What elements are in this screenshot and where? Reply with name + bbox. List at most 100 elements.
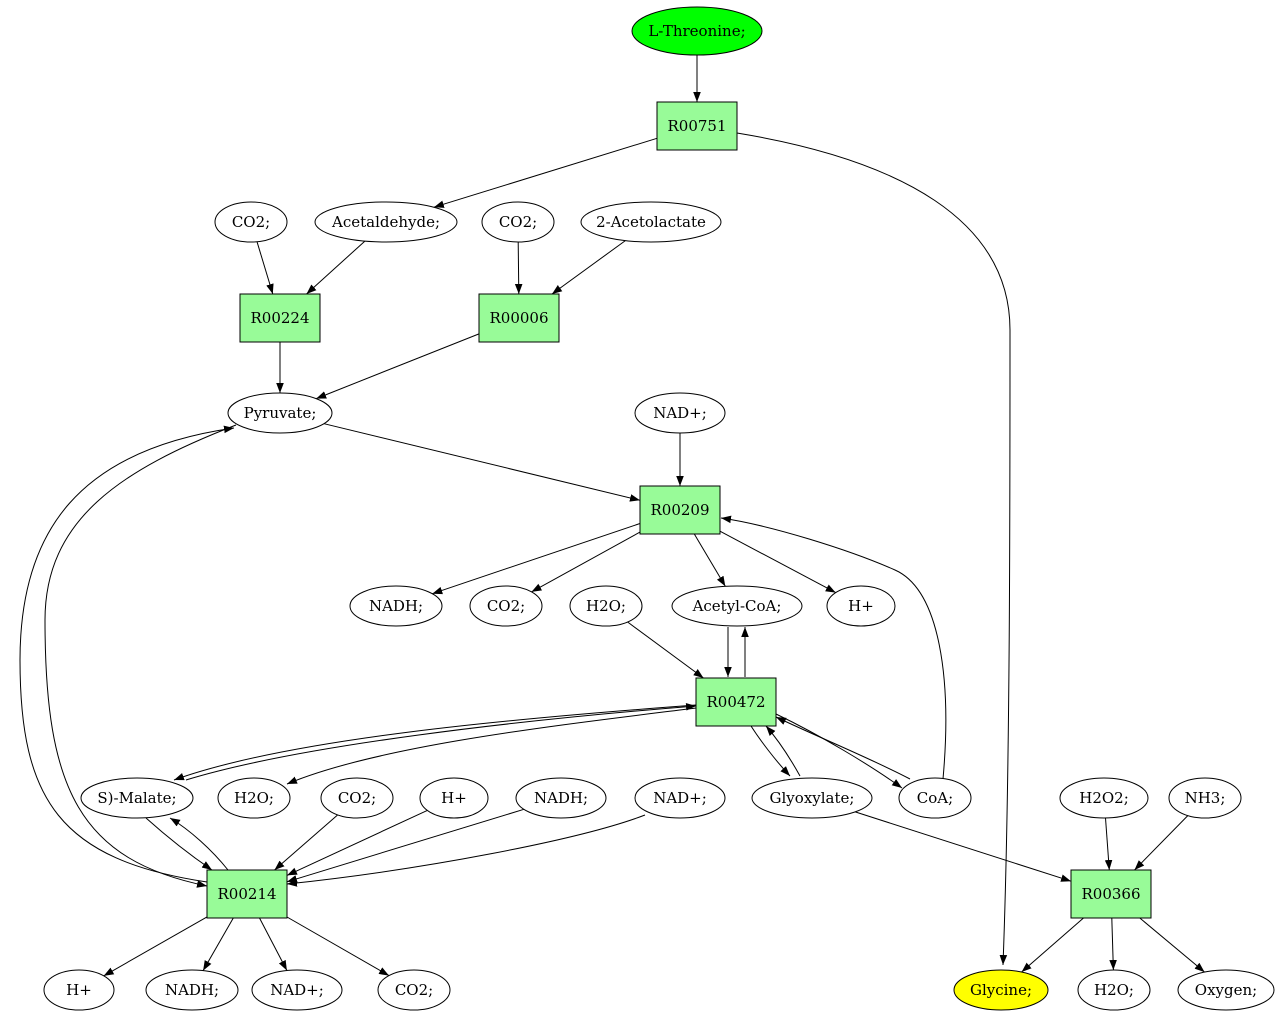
compound-node-h2oa[interactable]: H2O; bbox=[569, 585, 643, 627]
reaction-node-r006[interactable]: R00006 bbox=[478, 293, 560, 343]
reaction-box bbox=[206, 869, 288, 919]
compound-node-lthr[interactable]: L-Threonine; bbox=[631, 6, 763, 56]
edge-malate-to-r214 bbox=[145, 817, 213, 871]
edge-r214-to-co2e bbox=[286, 916, 390, 977]
edge-glyox-to-r366 bbox=[855, 811, 1072, 882]
node-label: Acetaldehyde; bbox=[331, 213, 440, 231]
compound-ellipse bbox=[320, 777, 394, 819]
node-label: CO2; bbox=[232, 213, 270, 231]
edge-r214-to-nad3 bbox=[259, 917, 288, 971]
compound-ellipse bbox=[826, 585, 896, 627]
node-label: Pyruvate; bbox=[244, 404, 317, 422]
reaction-node-r366[interactable]: R00366 bbox=[1070, 869, 1152, 919]
edge-r214-to-pyr bbox=[19, 425, 235, 883]
reaction-box bbox=[695, 677, 777, 727]
node-label: Glyoxylate; bbox=[770, 789, 855, 807]
node-label: NADH; bbox=[369, 597, 423, 615]
compound-ellipse bbox=[1168, 777, 1242, 819]
edge-nad2-to-r214 bbox=[286, 814, 646, 887]
node-label: R00366 bbox=[1081, 885, 1140, 903]
compound-node-h3[interactable]: H+ bbox=[43, 969, 115, 1011]
compound-node-co2d[interactable]: CO2; bbox=[320, 777, 394, 819]
reaction-node-r214[interactable]: R00214 bbox=[206, 869, 288, 919]
reaction-node-r224[interactable]: R00224 bbox=[239, 293, 321, 343]
edge-r214-to-nadh3 bbox=[202, 917, 234, 971]
reaction-node-r209[interactable]: R00209 bbox=[639, 485, 721, 535]
reaction-node-r472[interactable]: R00472 bbox=[695, 677, 777, 727]
edge-r209-to-h1 bbox=[719, 530, 836, 594]
node-label: CO2; bbox=[487, 597, 525, 615]
edge-co2d-to-r214 bbox=[274, 814, 339, 871]
edges-layer bbox=[19, 55, 1205, 977]
node-label: H2O; bbox=[586, 597, 626, 615]
node-label: H+ bbox=[66, 981, 92, 999]
compound-node-acald[interactable]: Acetaldehyde; bbox=[314, 201, 458, 243]
node-label: NAD+; bbox=[653, 404, 707, 422]
node-label: H2O2; bbox=[1079, 789, 1129, 807]
node-label: NAD+; bbox=[270, 981, 324, 999]
edge-r472-to-coa bbox=[775, 713, 903, 789]
reaction-box bbox=[478, 293, 560, 343]
edge-pyr-to-r209 bbox=[323, 423, 641, 502]
node-label: R00224 bbox=[250, 309, 309, 327]
compound-node-co2b[interactable]: CO2; bbox=[481, 201, 555, 243]
node-label: CO2; bbox=[499, 213, 537, 231]
node-label: H+ bbox=[441, 789, 467, 807]
compound-ellipse bbox=[349, 585, 443, 627]
compound-node-gly[interactable]: Glycine; bbox=[953, 969, 1049, 1011]
compound-ellipse bbox=[145, 969, 239, 1011]
compound-node-nh3[interactable]: NH3; bbox=[1168, 777, 1242, 819]
reaction-box bbox=[639, 485, 721, 535]
compound-node-oxy[interactable]: Oxygen; bbox=[1177, 969, 1275, 1011]
compound-node-co2a[interactable]: CO2; bbox=[214, 201, 288, 243]
compound-node-nadh1[interactable]: NADH; bbox=[349, 585, 443, 627]
compound-ellipse bbox=[43, 969, 115, 1011]
compound-node-pyr[interactable]: Pyruvate; bbox=[227, 392, 333, 434]
edge-r214-to-malate bbox=[169, 817, 229, 871]
compound-node-malate[interactable]: S)-Malate; bbox=[80, 777, 194, 819]
compound-node-h2[interactable]: H+ bbox=[419, 777, 489, 819]
reaction-node-r751[interactable]: R00751 bbox=[656, 101, 738, 151]
edge-r209-to-nadh1 bbox=[432, 523, 641, 595]
compound-node-nadh2[interactable]: NADH; bbox=[515, 777, 607, 819]
node-label: L-Threonine; bbox=[648, 22, 745, 40]
edge-r006-to-pyr bbox=[316, 333, 480, 400]
edge-r209-to-accoa bbox=[693, 533, 726, 587]
compound-node-coa[interactable]: CoA; bbox=[898, 777, 972, 819]
reaction-box bbox=[239, 293, 321, 343]
compound-node-glyox[interactable]: Glyoxylate; bbox=[751, 777, 873, 819]
compound-ellipse bbox=[251, 969, 343, 1011]
node-label: Acetyl-CoA; bbox=[692, 597, 782, 615]
compound-node-h1[interactable]: H+ bbox=[826, 585, 896, 627]
edge-r472-to-malate bbox=[173, 704, 697, 781]
compound-ellipse bbox=[214, 201, 288, 243]
compound-node-h2ob[interactable]: H2O; bbox=[217, 777, 291, 819]
compound-ellipse bbox=[217, 777, 291, 819]
edge-r472-to-glyox bbox=[750, 725, 791, 777]
edge-r366-to-gly bbox=[1021, 917, 1084, 973]
compound-node-acetol[interactable]: 2-Acetolactate bbox=[580, 201, 722, 243]
compound-node-h2oc[interactable]: H2O; bbox=[1077, 969, 1151, 1011]
compound-node-accoa[interactable]: Acetyl-CoA; bbox=[671, 585, 803, 627]
edge-r751-to-gly bbox=[736, 132, 1011, 966]
compound-node-co2e[interactable]: CO2; bbox=[377, 969, 451, 1011]
node-label: 2-Acetolactate bbox=[596, 213, 706, 231]
edge-nadh2-to-r214 bbox=[286, 808, 525, 883]
node-label: H2O; bbox=[1094, 981, 1134, 999]
edge-h2oa-to-r472 bbox=[627, 621, 704, 679]
compound-node-nad1[interactable]: NAD+; bbox=[634, 392, 726, 434]
edge-r751-to-acald bbox=[433, 137, 658, 208]
compound-node-co2c[interactable]: CO2; bbox=[469, 585, 543, 627]
reaction-box bbox=[656, 101, 738, 151]
compound-node-h2o2[interactable]: H2O2; bbox=[1059, 777, 1149, 819]
compound-ellipse bbox=[419, 777, 489, 819]
compound-node-nad3[interactable]: NAD+; bbox=[251, 969, 343, 1011]
node-label: R00472 bbox=[706, 693, 765, 711]
compound-node-nadh3[interactable]: NADH; bbox=[145, 969, 239, 1011]
compound-node-nad2[interactable]: NAD+; bbox=[634, 777, 726, 819]
compound-ellipse bbox=[751, 777, 873, 819]
node-label: Glycine; bbox=[970, 981, 1032, 999]
node-label: R00209 bbox=[650, 501, 709, 519]
